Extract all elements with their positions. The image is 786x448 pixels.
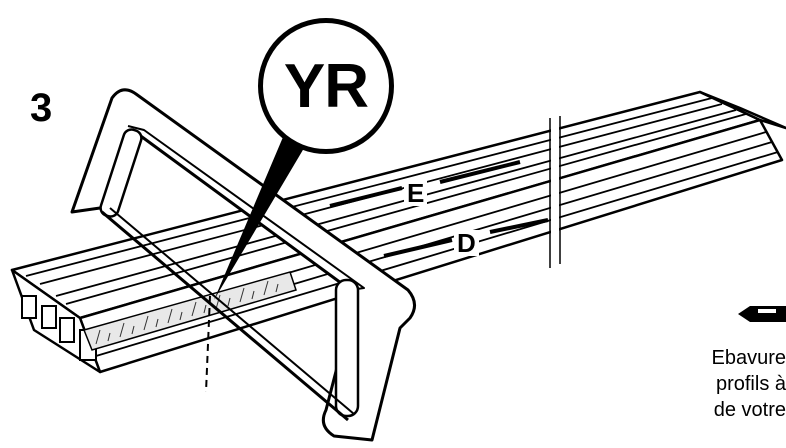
profile-label-e: E — [404, 180, 428, 206]
callout-code: YR — [283, 51, 369, 121]
break-gap — [551, 110, 559, 270]
ruler-scale — [82, 271, 297, 351]
callout-pointer — [214, 130, 310, 300]
callout-circle: YR — [258, 18, 394, 154]
file-tool-icon — [738, 306, 786, 322]
label-e-leader — [329, 186, 403, 208]
side-note-line-3: de votre — [713, 399, 786, 421]
step-number: 3 — [30, 86, 53, 130]
cut-line — [205, 295, 211, 393]
profile-label-d: D — [454, 230, 479, 256]
side-note-line-2: profils à — [715, 373, 786, 395]
hacksaw — [70, 88, 416, 442]
label-d-leader — [383, 238, 453, 258]
side-note-line-1: Ebavure — [711, 347, 786, 369]
